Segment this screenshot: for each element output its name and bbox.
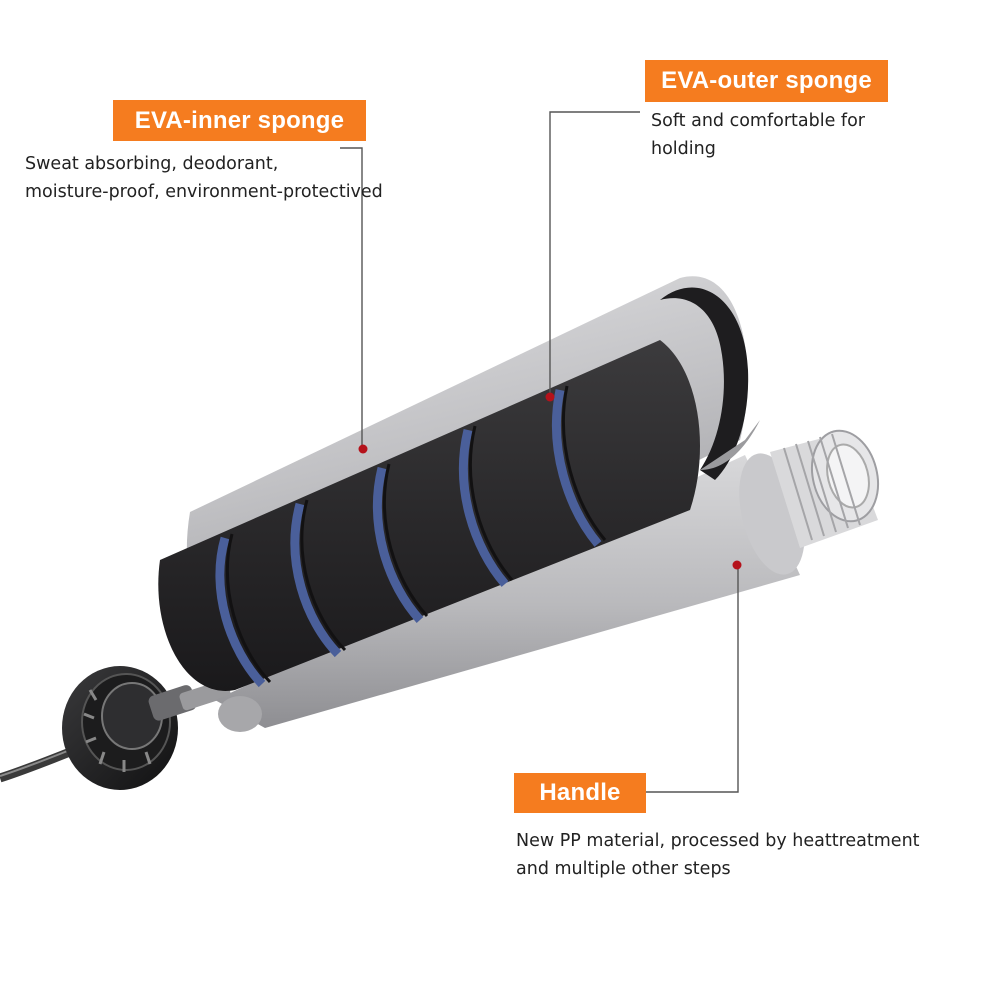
desc-line: and multiple other steps [516,859,731,879]
leader-line-handle [646,565,739,793]
desc-line: New PP material, processed by heattreatm… [516,831,920,851]
callout-label-handle: Handle [514,773,646,813]
callout-label-inner-sponge: EVA-inner sponge [113,100,366,141]
leader-lines [340,111,739,793]
threaded-end [770,429,879,548]
desc-line: moisture-proof, environment-protectived [25,182,383,202]
eva-inner-sponge [158,340,701,691]
marker-dot-outer [545,392,555,402]
marker-dot-inner [358,444,368,454]
callout-desc-handle: New PP material, processed by heattreatm… [516,827,920,883]
callout-desc-inner-sponge: Sweat absorbing, deodorant, moisture-pro… [25,150,383,206]
marker-dot-handle [732,560,742,570]
blue-spiral-grooves [215,389,602,688]
leader-line-outer [549,111,640,396]
callout-desc-outer-sponge: Soft and comfortable for holding [651,107,865,163]
desc-line: Soft and comfortable for [651,111,865,131]
callout-label-outer-sponge: EVA-outer sponge [645,60,888,102]
desc-line: holding [651,139,716,159]
desc-line: Sweat absorbing, deodorant, [25,154,279,174]
leader-line-inner [340,147,363,448]
